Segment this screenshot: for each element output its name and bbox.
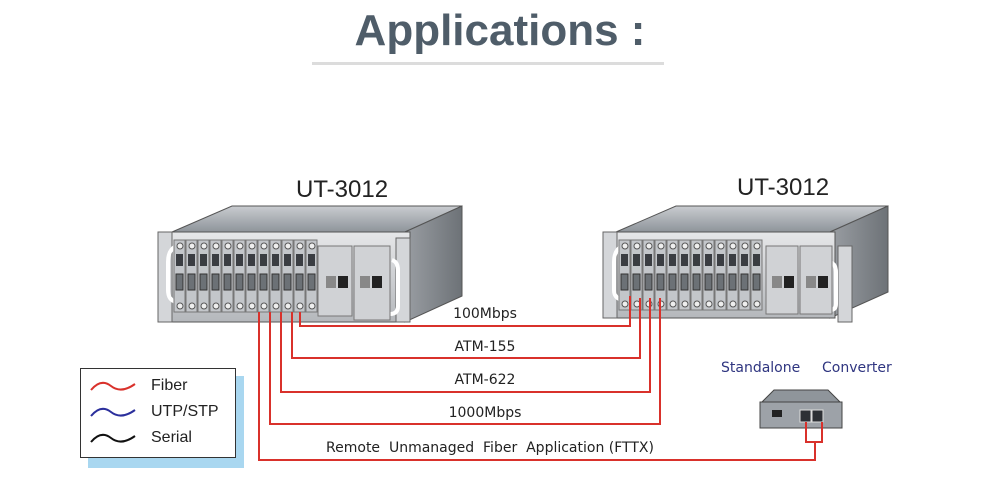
legend-item-utp: UTP/STP: [89, 401, 219, 423]
page-title: Applications :: [354, 6, 646, 55]
link-label-atm-622: ATM-622: [454, 372, 516, 388]
device-label-left: UT-3012: [296, 176, 389, 203]
link-atm-622: [280, 298, 651, 393]
fiber-links: [258, 296, 823, 461]
chassis-left: [157, 205, 463, 323]
legend-item-serial: Serial: [89, 427, 192, 449]
legend: Fiber UTP/STP Serial: [80, 368, 236, 458]
standalone-converter: [759, 389, 843, 429]
link-label-1000mbps: 1000Mbps: [448, 405, 522, 421]
link-label-fttx: Remote Unmanaged Fiber Application (FTTX…: [326, 440, 654, 456]
link-atm-155: [291, 298, 641, 359]
link-label-100mbps: 100Mbps: [453, 306, 517, 322]
device-label-right: UT-3012: [737, 174, 830, 201]
converter-label-standalone: Standalone: [721, 360, 801, 376]
converter-label-converter: Converter: [822, 360, 892, 376]
utp-line-icon: [90, 407, 136, 417]
legend-item-fiber: Fiber: [89, 375, 187, 397]
legend-label-utp: UTP/STP: [151, 403, 219, 420]
link-fttx-branch: [815, 422, 823, 443]
link-100mbps: [299, 296, 631, 327]
title-underline: [312, 62, 664, 65]
link-1000mbps: [269, 298, 661, 425]
fiber-line-icon: [90, 381, 136, 391]
legend-label-serial: Serial: [151, 429, 192, 446]
link-fttx: [258, 312, 816, 461]
legend-label-fiber: Fiber: [151, 377, 188, 394]
link-label-atm-155: ATM-155: [454, 339, 516, 355]
serial-line-icon: [90, 433, 136, 443]
chassis-right: [602, 205, 889, 323]
